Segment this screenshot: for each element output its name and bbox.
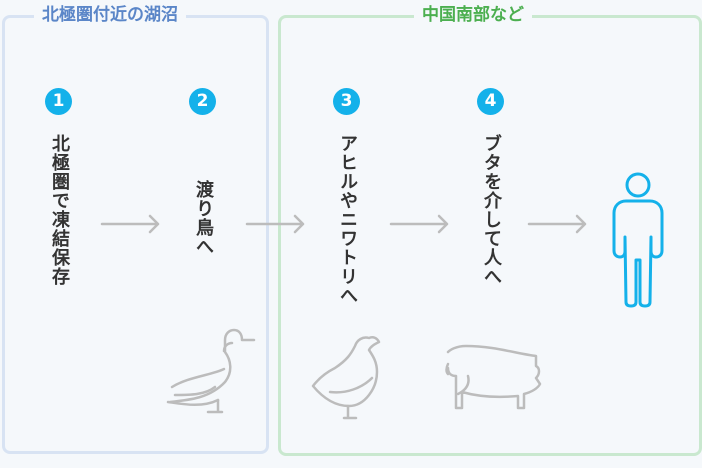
arrow-icon: [527, 214, 587, 234]
step-number-4: 4: [477, 88, 504, 115]
group-title-south-china: 中国南部など: [414, 3, 532, 27]
step-number-1: 1: [45, 88, 72, 115]
arrow-icon: [389, 214, 449, 234]
step-text-3: アヒルやニワトリへ: [337, 134, 358, 305]
chicken-icon: [311, 335, 381, 420]
step-number-2: 2: [189, 88, 216, 115]
person-icon: [612, 172, 664, 308]
group-title-arctic: 北極圏付近の湖沼: [34, 3, 186, 27]
step-number-3: 3: [333, 88, 360, 115]
step-text-2: 渡り鳥へ: [193, 180, 214, 256]
duck-icon: [166, 328, 256, 414]
arrow-icon: [100, 214, 160, 234]
step-text-1: 北極圏で凍結保存: [49, 134, 70, 286]
pig-icon: [445, 344, 542, 410]
step-text-4: ブタを介して人へ: [481, 134, 502, 286]
arrow-icon: [245, 214, 305, 234]
